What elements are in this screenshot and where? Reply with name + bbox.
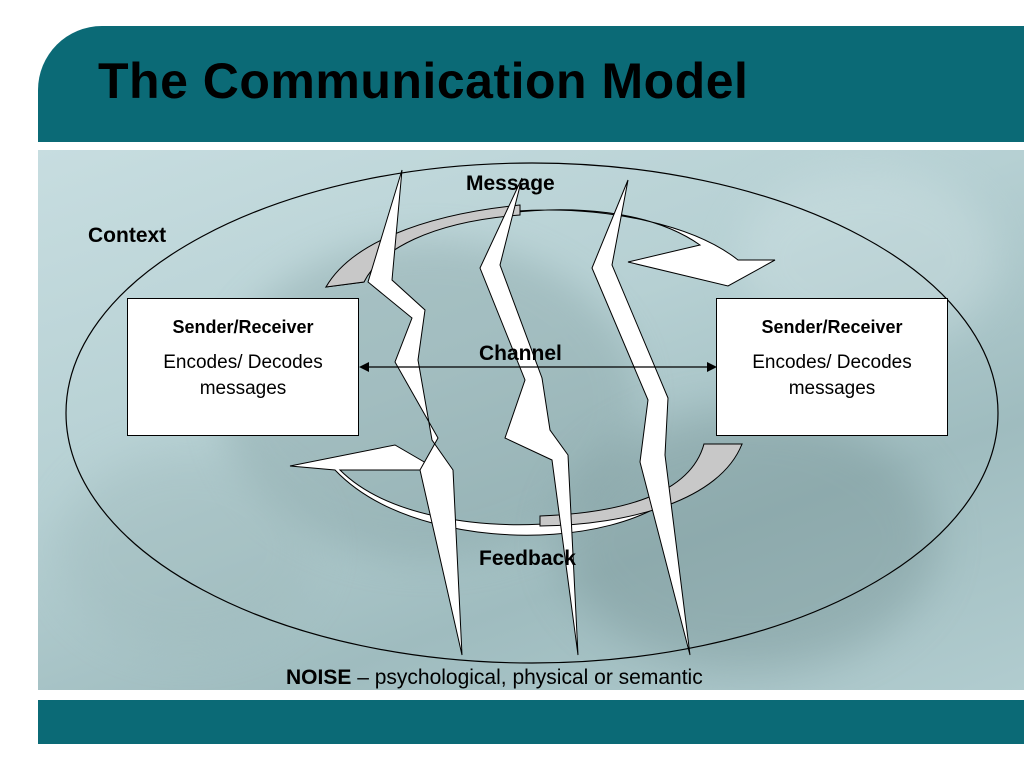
noise-key: NOISE <box>286 666 352 689</box>
message-label: Message <box>466 172 555 195</box>
context-label: Context <box>88 224 167 247</box>
noise-description: – psychological, physical or semantic <box>351 666 703 689</box>
photo-shade <box>58 450 318 650</box>
header-bar <box>38 26 1024 142</box>
node-title: Sender/Receiver <box>761 317 903 337</box>
sender-receiver-box-left: Sender/Receiver Encodes/ Decodes message… <box>127 298 359 436</box>
feedback-label: Feedback <box>479 547 576 570</box>
channel-label: Channel <box>479 342 562 365</box>
context-ellipse <box>65 162 999 664</box>
channel-arrowhead-right <box>707 362 717 372</box>
noise-bolt <box>367 169 463 656</box>
noise-bolt <box>591 179 691 656</box>
node-description: Encodes/ Decodes messages <box>163 352 323 399</box>
sender-receiver-box-right: Sender/Receiver Encodes/ Decodes message… <box>716 298 948 436</box>
photo-shade <box>558 410 938 670</box>
noise-caption: NOISE – psychological, physical or seman… <box>286 666 703 690</box>
noise-bolt <box>479 177 579 656</box>
node-title: Sender/Receiver <box>172 317 314 337</box>
slide-title: The Communication Model <box>98 53 749 109</box>
footer-bar <box>38 700 1024 744</box>
node-description: Encodes/ Decodes messages <box>752 352 912 399</box>
channel-arrowhead-left <box>359 362 369 372</box>
